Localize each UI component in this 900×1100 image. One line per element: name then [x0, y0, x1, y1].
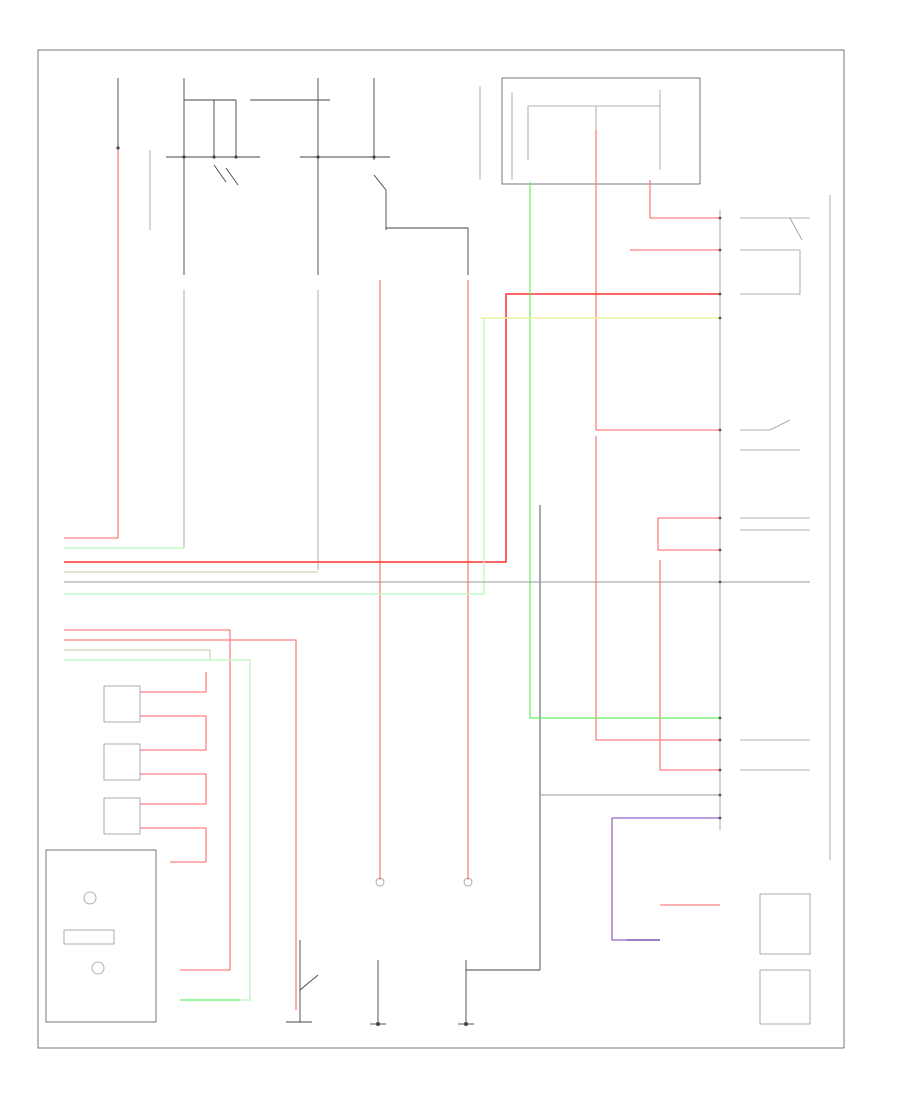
- black-wires: [183, 195, 831, 1022]
- lower-left-module: [45, 849, 157, 1023]
- red-dark-wires: [64, 293, 720, 563]
- right-switches: [740, 217, 811, 1025]
- violet-wires: [611, 817, 720, 941]
- left-sensor-connectors: [45, 685, 157, 1023]
- tan-wires: [64, 571, 318, 660]
- fuse-panel-box: [40, 52, 480, 152]
- top-right-module: [479, 77, 701, 185]
- bottom-components: [286, 877, 474, 1026]
- green-wires: [64, 182, 720, 1001]
- top-fuse-block: [40, 52, 480, 275]
- splice-points: [718, 216, 722, 820]
- module-box: [501, 77, 701, 185]
- red-wires: [64, 130, 720, 1010]
- gray-wires: [64, 581, 810, 796]
- diagram-frame: [37, 49, 845, 1049]
